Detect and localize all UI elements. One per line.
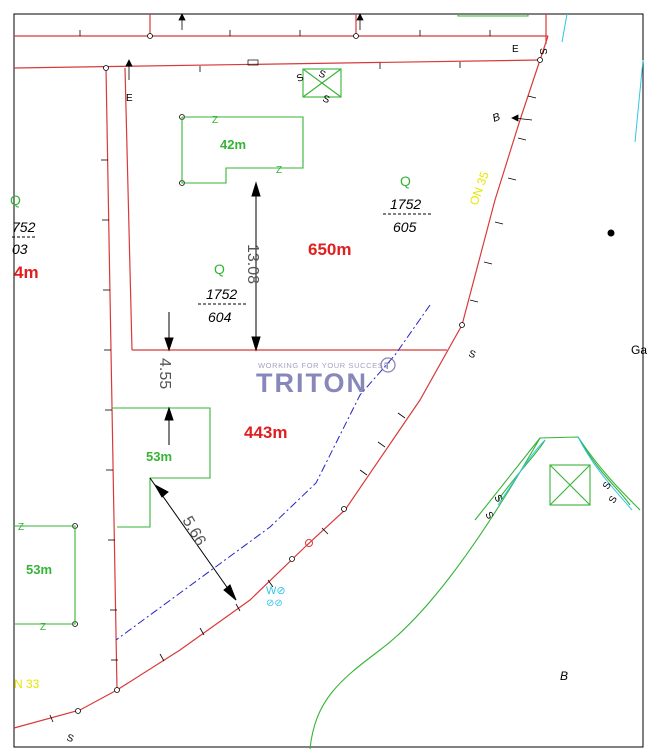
- triton-watermark: WORKING FOR YOUR SUCCESS TRITON T: [256, 357, 396, 398]
- road-letter-e: E: [126, 93, 133, 104]
- parcel-left-denominator: 03: [12, 241, 28, 257]
- building-letter-b-right: B: [560, 669, 568, 683]
- watermark-logo-mark: [380, 357, 396, 373]
- s-marker-9: S: [601, 480, 614, 492]
- area-building-left: 53m: [26, 562, 52, 577]
- direction-arrows: [125, 13, 533, 122]
- parcel-right-numerator: 1752: [390, 196, 421, 212]
- s-marker-4: S: [467, 348, 477, 361]
- z-marker-1: Z: [212, 115, 218, 126]
- s-marker-7: S: [482, 510, 495, 522]
- landuse-symbol-center: Q: [214, 261, 225, 277]
- parcel-left-numerator: 752: [12, 219, 36, 235]
- cyan-line-top: [561, 13, 568, 43]
- dimension-13-08: 13.08: [244, 244, 261, 284]
- dimension-4-55: 4.55: [156, 358, 173, 389]
- watermark-brand: TRITON: [256, 368, 368, 398]
- area-building-middle: 53m: [146, 449, 172, 464]
- area-building-top: 42m: [220, 137, 246, 152]
- survey-point-filled: [607, 229, 615, 237]
- cyan-curve-right: [577, 436, 633, 511]
- cyan-line-right: [634, 59, 644, 143]
- water-symbol: W⊘: [266, 585, 286, 597]
- landuse-symbol-left: Q: [10, 192, 21, 208]
- area-lower-plot: 443m: [244, 423, 287, 442]
- z-marker-2: Z: [276, 165, 282, 176]
- gas-label: Ga: [631, 343, 647, 357]
- small-rect-top: [247, 59, 259, 66]
- watermark-tagline: WORKING FOR YOUR SUCCESS: [258, 361, 389, 370]
- street-label-right: ON 35: [467, 169, 492, 207]
- parcel-right-denominator: 605: [393, 219, 417, 235]
- watermark-logo-letter: T: [385, 361, 391, 371]
- dimension-5-66: 5.66: [179, 514, 209, 550]
- s-marker-5: S: [537, 48, 548, 55]
- road-ticks: [49, 30, 537, 723]
- street-label-left: N 33: [14, 677, 40, 691]
- z-marker-4: Z: [40, 622, 46, 633]
- cyan-curve-left: [497, 439, 546, 506]
- s-marker-3: S: [321, 93, 331, 106]
- parcel-center-numerator: 1752: [206, 286, 237, 302]
- s-marker-8: S: [491, 493, 504, 505]
- landuse-symbol-right: Q: [400, 173, 411, 189]
- s-marker-10: S: [607, 494, 620, 506]
- s-marker-6: S: [65, 732, 75, 745]
- survey-point-marked: [305, 539, 313, 547]
- corner-letter-e: E: [512, 44, 519, 55]
- utility-line: [115, 304, 431, 641]
- water-symbol-2: ⊘⊘: [266, 598, 283, 609]
- s-marker-1: S: [295, 72, 305, 85]
- dimension-lines: [149, 181, 261, 601]
- parcel-center-denominator: 604: [208, 309, 232, 325]
- area-left-plot: 4m: [14, 263, 39, 282]
- buildings: [14, 14, 641, 749]
- z-marker-3: Z: [18, 522, 24, 533]
- building-letter-b: B: [491, 111, 502, 125]
- map-frame: [13, 13, 644, 748]
- area-main-plot: 650m: [308, 240, 351, 259]
- s-marker-2: S: [317, 68, 327, 81]
